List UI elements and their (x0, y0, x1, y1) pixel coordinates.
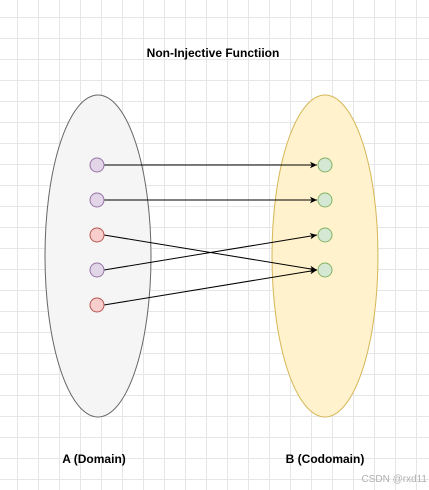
codomain-element-2 (317, 192, 333, 208)
diagram-title: Non-Injective Functiion (147, 46, 280, 60)
codomain-label: B (Codomain) (286, 452, 365, 466)
codomain-element-4 (317, 262, 333, 278)
domain-elements (89, 157, 105, 313)
codomain-element-1 (317, 157, 333, 173)
domain-element-4 (89, 262, 105, 278)
mapping-arrow-4 (103, 232, 318, 271)
mapping-arrow-5 (103, 267, 318, 306)
watermark-text: CSDN @rxd11 (361, 474, 427, 485)
domain-element-3 (89, 227, 105, 243)
codomain-set-ellipse (271, 94, 379, 418)
codomain-elements (317, 157, 333, 278)
domain-element-1 (89, 157, 105, 173)
domain-element-5 (89, 297, 105, 313)
domain-label: A (Domain) (62, 452, 126, 466)
mapping-arrows (103, 161, 318, 306)
codomain-element-3 (317, 227, 333, 243)
domain-set-ellipse (44, 94, 152, 418)
domain-element-2 (89, 192, 105, 208)
